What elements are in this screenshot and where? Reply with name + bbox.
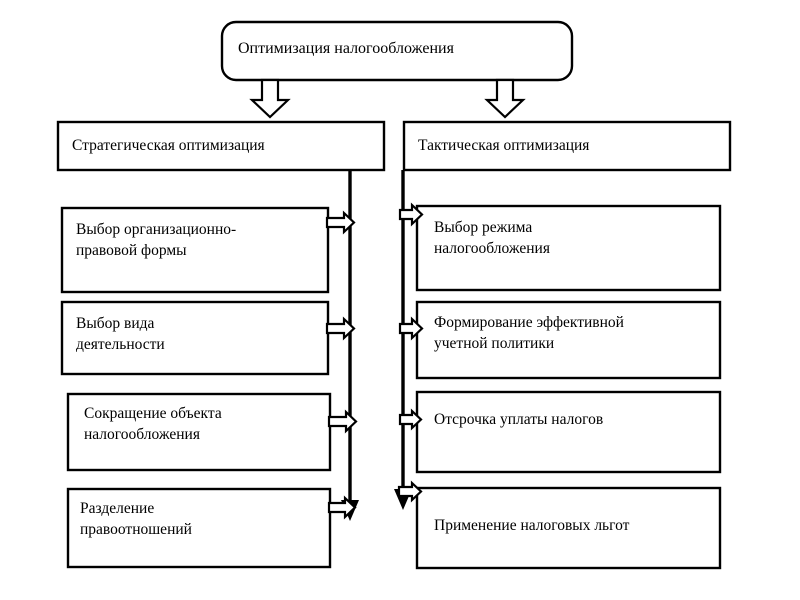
item-box-legal-form[interactable] bbox=[60, 206, 330, 294]
arrow-to-object-reduction bbox=[327, 409, 358, 434]
item-box-activity-type[interactable] bbox=[60, 300, 330, 376]
branch-header-box-tactical[interactable] bbox=[402, 120, 732, 172]
hollow-left-arrow-icon bbox=[325, 210, 356, 235]
item-box-accounting-policy[interactable] bbox=[415, 300, 722, 380]
hollow-left-arrow-icon bbox=[327, 495, 357, 520]
arrow-to-relations-split bbox=[327, 495, 357, 520]
arrow-to-activity-type bbox=[325, 316, 356, 341]
arrow-to-tax-regime bbox=[398, 202, 424, 227]
arrow-to-tax-deferral bbox=[398, 408, 423, 431]
item-box-tax-deferral[interactable] bbox=[415, 390, 722, 474]
arrow-to-accounting-policy bbox=[398, 316, 424, 341]
arrow-to-legal-form bbox=[325, 210, 356, 235]
spine-tactical bbox=[394, 170, 412, 510]
hollow-down-arrow-icon bbox=[484, 78, 526, 119]
hollow-right-arrow-icon bbox=[398, 202, 424, 227]
branch-header-box-strategic[interactable] bbox=[56, 120, 386, 172]
connector-root-to-tactical bbox=[484, 78, 526, 119]
hollow-left-arrow-icon bbox=[327, 409, 358, 434]
item-box-tax-benefits[interactable] bbox=[415, 486, 722, 570]
hollow-right-arrow-icon bbox=[398, 408, 423, 431]
hollow-right-arrow-icon bbox=[398, 316, 424, 341]
hollow-left-arrow-icon bbox=[325, 316, 356, 341]
connector-root-to-strategic bbox=[249, 78, 291, 119]
root-node-box[interactable] bbox=[220, 20, 574, 82]
hollow-right-arrow-icon bbox=[397, 480, 423, 503]
hollow-down-arrow-icon bbox=[249, 78, 291, 119]
item-box-object-reduction[interactable] bbox=[66, 392, 332, 472]
arrow-to-tax-benefits bbox=[397, 480, 423, 503]
item-box-tax-regime[interactable] bbox=[415, 204, 722, 292]
item-box-relations-split[interactable] bbox=[66, 487, 332, 569]
